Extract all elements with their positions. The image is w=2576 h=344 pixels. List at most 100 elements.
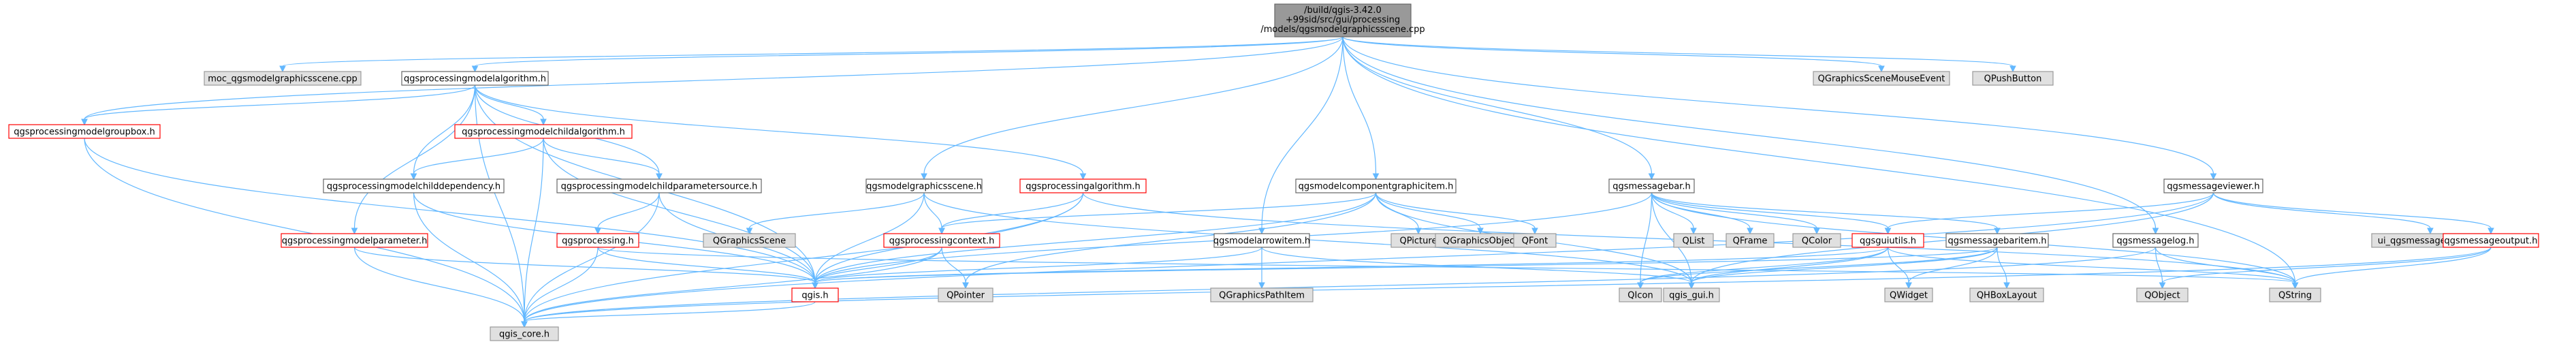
node-box	[1851, 233, 1924, 248]
arrowhead-icon	[1813, 228, 1820, 235]
include-edge-pmp-qgiscore	[353, 247, 528, 328]
node-box	[2443, 233, 2539, 248]
include-edge-root-qpb	[1342, 36, 2016, 73]
node-qframe[interactable]: QFrame	[1726, 233, 1775, 248]
include-edge-root-ml	[1342, 36, 2159, 235]
node-pp[interactable]: qgsprocessing.h	[556, 233, 639, 248]
node-pmcd[interactable]: qgsprocessingmodelchilddependency.h	[323, 178, 505, 193]
node-label: QIcon	[1627, 291, 1653, 301]
include-edge-mai-qgpi	[1258, 247, 1265, 290]
arrowhead-icon	[81, 119, 88, 126]
include-edge-root-mai	[1258, 36, 1343, 235]
arrowhead-icon	[1477, 228, 1484, 235]
node-qhbox[interactable]: QHBoxLayout	[1969, 287, 2044, 302]
arrowhead-icon	[471, 65, 479, 73]
arrowhead-icon	[351, 228, 358, 235]
node-label: qgsmodelarrowitem.h	[1213, 236, 1310, 247]
node-label: QGraphicsPathItem	[1219, 291, 1305, 301]
node-qgisgui[interactable]: qgis_gui.h	[1663, 287, 1720, 302]
node-qgiscore[interactable]: qgis_core.h	[490, 326, 559, 341]
node-palg[interactable]: qgsprocessingalgorithm.h	[1019, 178, 1147, 193]
node-qpb[interactable]: QPushButton	[1972, 71, 2054, 86]
node-qobject[interactable]: QObject	[2136, 287, 2189, 302]
node-moc[interactable]: moc_qgsmodelgraphicsscene.cpp	[204, 71, 362, 86]
node-label: moc_qgsmodelgraphicsscene.cpp	[208, 74, 357, 84]
node-pmca[interactable]: qgsprocessingmodelchildalgorithm.h	[454, 124, 633, 139]
include-edge-pp-qgiscore	[521, 247, 599, 328]
node-gu[interactable]: qgsguiutils.h	[1851, 233, 1924, 248]
include-edge-mv-mo	[2212, 192, 2494, 235]
node-mo[interactable]: qgsmessageoutput.h	[2443, 233, 2539, 248]
node-label: QObject	[2144, 291, 2180, 301]
node-pctx[interactable]: qgsprocessingcontext.h	[883, 233, 1000, 248]
node-label: qgsprocessing.h	[562, 236, 634, 247]
node-box	[281, 233, 428, 248]
node-box	[1884, 287, 1933, 302]
node-qstring[interactable]: QString	[2269, 287, 2321, 302]
include-edge-root-mcgi	[1342, 36, 1380, 181]
include-edge-palg-pctx	[938, 192, 1084, 235]
node-qgsme[interactable]: QGraphicsSceneMouseEvent	[1813, 71, 1950, 86]
node-label: qgsmessageviewer.h	[2167, 182, 2259, 192]
node-box	[1813, 71, 1950, 86]
node-pma[interactable]: qgsprocessingmodelalgorithm.h	[401, 71, 549, 86]
node-qgobj[interactable]: QGraphicsObject	[1435, 233, 1526, 248]
include-edge-pp-qgis	[597, 247, 818, 290]
node-qcolor[interactable]: QColor	[1792, 233, 1841, 248]
node-qpicture[interactable]: QPicture	[1390, 233, 1446, 248]
include-edge-mbi-qgis	[812, 247, 1998, 290]
arrowhead-icon	[1531, 228, 1538, 235]
node-qpointer[interactable]: QPointer	[938, 287, 993, 302]
include-edge-mb-qlist	[1651, 192, 1697, 235]
node-box	[401, 71, 549, 86]
node-label: qgsmessagebaritem.h	[1947, 236, 2046, 247]
node-box	[8, 124, 161, 139]
node-qicon[interactable]: QIcon	[1619, 287, 1662, 302]
include-edge-mbi-qhbox	[1997, 247, 2010, 290]
node-mb[interactable]: qgsmessagebar.h	[1608, 178, 1695, 193]
node-pmgb[interactable]: qgsprocessingmodelgroupbox.h	[8, 124, 161, 139]
node-mbi[interactable]: qgsmessagebaritem.h	[1945, 233, 2049, 248]
node-label: qgsprocessingmodelparameter.h	[282, 236, 428, 247]
node-mai[interactable]: qgsmodelarrowitem.h	[1213, 233, 1310, 248]
arrowhead-icon	[1258, 282, 1265, 290]
node-mgs[interactable]: qgsmodelgraphicsscene.h	[865, 178, 983, 193]
include-edge-mo-qobject	[2159, 247, 2492, 290]
node-box	[1969, 287, 2044, 302]
node-box	[2163, 178, 2263, 193]
include-edge-mcgi-pctx	[938, 192, 1377, 235]
node-mcgi[interactable]: qgsmodelcomponentgraphicitem.h	[1295, 178, 1457, 193]
arrowhead-icon	[2427, 228, 2434, 235]
node-ml[interactable]: qgsmessagelog.h	[2112, 233, 2199, 248]
include-edge-mb-gu	[1651, 192, 1892, 235]
include-edge-mcgi-qgobj	[1375, 192, 1484, 235]
node-label: qgsmessageoutput.h	[2445, 236, 2538, 247]
node-qgpi[interactable]: QGraphicsPathItem	[1210, 287, 1314, 302]
include-edge-pmgb-qgiscore	[84, 138, 528, 328]
arrowhead-icon	[746, 228, 753, 235]
node-box	[938, 287, 993, 302]
node-qfont[interactable]: QFont	[1513, 233, 1557, 248]
node-label: QColor	[1802, 236, 1832, 247]
root-label-line: /models/qgsmodelgraphicsscene.cpp	[1260, 25, 1425, 35]
node-pmcps[interactable]: qgsprocessingmodelchildparametersource.h	[556, 178, 762, 193]
node-qwidget[interactable]: QWidget	[1884, 287, 1933, 302]
arrowhead-icon	[410, 173, 417, 181]
node-box	[2136, 287, 2189, 302]
node-box	[1945, 233, 2049, 248]
node-box	[1274, 3, 1412, 37]
node-pmp[interactable]: qgsprocessingmodelparameter.h	[281, 233, 428, 248]
node-label: QFrame	[1733, 236, 1768, 247]
include-edge-root-moc	[279, 36, 1343, 73]
node-qlist[interactable]: QList	[1673, 233, 1714, 248]
node-qgis[interactable]: qgis.h	[791, 287, 839, 302]
node-qgscene[interactable]: QGraphicsScene	[703, 233, 796, 248]
node-label: QPicture	[1400, 236, 1437, 247]
node-mv[interactable]: qgsmessageviewer.h	[2163, 178, 2263, 193]
node-root[interactable]: /build/qgis-3.42.0+99sid/src/gui/process…	[1260, 3, 1425, 37]
node-label: QFont	[1522, 236, 1548, 247]
node-label: qgsprocessingalgorithm.h	[1025, 182, 1140, 192]
arrowhead-icon	[1688, 282, 1695, 290]
node-label: qgsprocessingcontext.h	[889, 236, 995, 247]
include-edge-gu-qwidget	[1887, 247, 1912, 290]
